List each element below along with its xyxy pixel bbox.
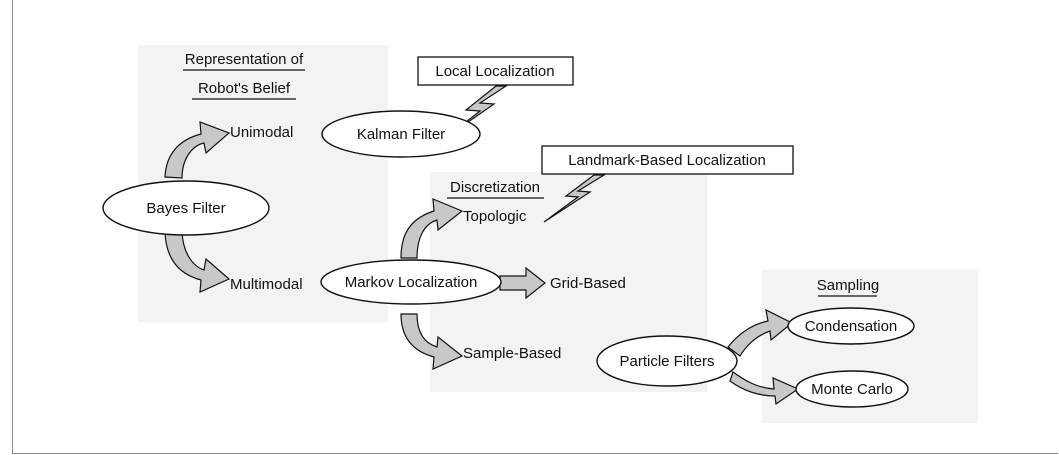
markov-localization-label: Markov Localization [345,274,478,291]
monte-carlo-arrow [729,371,800,406]
condensation-arrow [727,308,794,357]
kalman-filter-label: Kalman Filter [357,126,445,143]
landmark-localization-box [541,145,794,175]
multimodal-arrow [164,231,231,293]
topologic-label: Topologic [463,208,527,225]
sampling-header: Sampling [817,277,880,294]
bayes-filter-node [102,180,270,236]
markov-localization-node [320,259,502,305]
bayes-filter-label: Bayes Filter [146,200,225,217]
belief-header-line1: Representation of [185,51,304,68]
belief-header-line2: Robot's Belief [198,80,291,97]
monte-carlo-node [795,370,909,408]
grid-based-label: Grid-Based [550,275,626,292]
monte-carlo-label: Monte Carlo [811,381,893,398]
topologic-arrow [400,198,464,259]
unimodal-label: Unimodal [230,124,293,141]
sample-based-label: Sample-Based [463,345,561,362]
local-localization-box [417,56,574,86]
particle-filters-label: Particle Filters [619,353,714,370]
figure-border [12,0,1058,454]
condensation-node [787,307,915,345]
local-lightning-icon [447,85,509,137]
grid-based-arrow [499,266,546,300]
kalman-filter-node [321,110,481,158]
sample-based-arrow [400,313,464,370]
landmark-localization-label: Landmark-Based Localization [568,152,766,169]
particle-filters-node [596,335,738,387]
discretization-header: Discretization [450,179,540,196]
local-localization-label: Local Localization [435,63,554,80]
condensation-label: Condensation [805,318,898,335]
unimodal-arrow [164,121,231,179]
landmark-lightning-icon [543,174,607,223]
multimodal-label: Multimodal [230,276,303,293]
